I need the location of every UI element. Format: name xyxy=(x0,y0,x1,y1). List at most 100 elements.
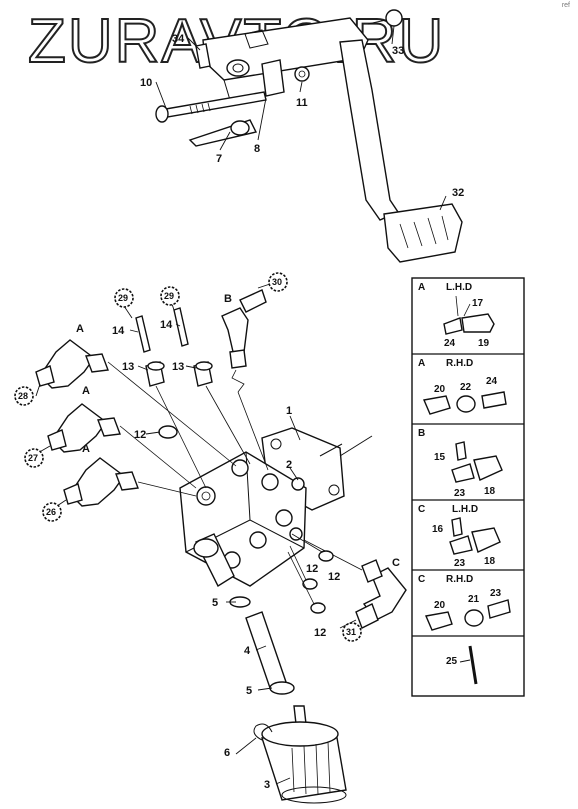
panel-c-lhd-tee xyxy=(471,527,501,553)
elbow-27-tip xyxy=(47,429,67,451)
callout-5-upper: 5 xyxy=(212,597,218,609)
guide-13b xyxy=(205,385,251,465)
callout-34: 34 xyxy=(172,33,185,45)
pedal-pad xyxy=(383,203,463,263)
guide-b xyxy=(237,391,269,471)
callout-2: 2 xyxy=(286,459,292,471)
panel-a-lhd-fitting xyxy=(443,317,463,335)
pedal-arm xyxy=(339,39,400,221)
panel-a-rhd-fitting xyxy=(481,391,507,409)
panel-a-rhd-title: R.H.D xyxy=(446,358,473,369)
panel-c-rhd-banjo xyxy=(425,611,453,631)
callout-B: B xyxy=(224,293,232,305)
callout-10: 10 xyxy=(140,77,152,89)
callout-28: 28 xyxy=(18,391,28,401)
elbow-b xyxy=(221,307,249,357)
panel-a-lhd-part-2: 24 xyxy=(444,338,456,349)
plug-guides xyxy=(287,533,323,605)
panel-c-lhd-title: L.H.D xyxy=(452,504,478,515)
panel-hose-leader xyxy=(459,659,471,663)
guide-28 xyxy=(107,361,237,467)
panel-a-rhd-banjo xyxy=(423,395,451,415)
panel-a-rhd-part-3: 24 xyxy=(486,376,498,387)
cap-strap xyxy=(253,723,273,741)
circle-28 xyxy=(14,386,34,406)
panel-c-lhd-part-3: 18 xyxy=(484,556,496,567)
callout-A-1: A xyxy=(76,323,84,335)
callout-12-left: 12 xyxy=(134,429,146,441)
callout-5-lower: 5 xyxy=(246,685,252,697)
bracket-detail xyxy=(223,29,269,101)
callout-4: 4 xyxy=(244,645,251,657)
callout-11: 11 xyxy=(296,97,308,109)
reservoir-ribs xyxy=(291,741,331,795)
circled-callouts: 29 29 30 28 27 26 31 xyxy=(14,272,362,642)
panel-a-lhd-part-3: 19 xyxy=(478,338,490,349)
port-7 xyxy=(289,527,303,541)
circle-31 xyxy=(342,622,362,642)
callout-A-2: A xyxy=(82,385,90,397)
callout-12-c: 12 xyxy=(314,627,326,639)
plugs-right xyxy=(287,533,334,614)
panel-b-letter: B xyxy=(418,428,425,439)
union-13b-top xyxy=(195,361,213,371)
inset-panel-a-rhd: A R.H.D 20 22 24 xyxy=(418,358,507,415)
bolt-thread xyxy=(189,102,211,115)
panel-b-part-1: 15 xyxy=(434,452,446,463)
guide-13a xyxy=(155,385,207,489)
guide-26 xyxy=(137,481,197,497)
flange-edge xyxy=(319,443,343,457)
port-3 xyxy=(261,473,279,491)
callout-8: 8 xyxy=(254,143,260,155)
elbow-26-tip xyxy=(63,483,83,505)
pedal-stop xyxy=(385,9,403,27)
callout-32: 32 xyxy=(452,187,464,199)
panel-c-lhd-fitting-left xyxy=(449,535,473,555)
callout-6: 6 xyxy=(224,747,230,759)
inset-panel-c-rhd: C R.H.D 20 21 23 xyxy=(418,574,511,631)
port-2 xyxy=(231,459,249,477)
callout-A-3: A xyxy=(82,443,90,455)
pivot-bush-hole xyxy=(232,63,244,73)
pipe-14a xyxy=(135,315,151,353)
union-13a-top xyxy=(147,361,165,371)
callout-27: 27 xyxy=(28,453,38,463)
stop-link xyxy=(367,19,387,25)
circle-26 xyxy=(42,502,62,522)
inset-panel-b: B 15 23 18 xyxy=(418,428,503,499)
port-5 xyxy=(249,531,267,549)
flange-hole-top xyxy=(270,438,282,450)
callout-1: 1 xyxy=(286,405,292,417)
callout-29-left: 29 xyxy=(118,293,128,303)
panel-hose-line xyxy=(468,645,478,685)
panel-a-lhd-title: L.H.D xyxy=(446,282,472,293)
callout-14-left: 14 xyxy=(112,325,125,337)
fittings-left xyxy=(35,339,237,507)
plug-12-a xyxy=(318,550,334,562)
leader-lines xyxy=(35,25,447,785)
pipes-upper xyxy=(135,289,269,489)
elbow-b-break xyxy=(231,369,245,393)
panel-a-rhd-part-2: 22 xyxy=(460,382,472,393)
callout-12-b: 12 xyxy=(328,571,340,583)
callout-13-right: 13 xyxy=(172,361,184,373)
callout-29-right: 29 xyxy=(164,291,174,301)
inset-panel-a-lhd: A L.H.D 17 24 19 xyxy=(418,282,495,349)
inlet-flange xyxy=(193,538,219,558)
inset-panel-hose: 25 xyxy=(446,645,478,685)
port-1-inner xyxy=(201,491,211,501)
callout-31: 31 xyxy=(346,627,356,637)
callout-numbers: 34 33 10 11 8 7 32 1 2 12 14 14 13 13 B … xyxy=(76,33,464,791)
callout-12-a: 12 xyxy=(306,563,318,575)
panel-c-rhd-union xyxy=(464,609,484,627)
elbow-28-nut xyxy=(85,353,109,373)
panel-a-lhd-tee xyxy=(461,313,495,333)
stud-2 xyxy=(291,477,305,491)
callout-13-left: 13 xyxy=(122,361,134,373)
callout-C: C xyxy=(392,557,400,569)
elbow-28-tip xyxy=(35,365,55,387)
inset-frame xyxy=(411,277,525,697)
panel-a-lhd-part-1: 17 xyxy=(472,298,484,309)
feed-hose xyxy=(245,611,287,689)
